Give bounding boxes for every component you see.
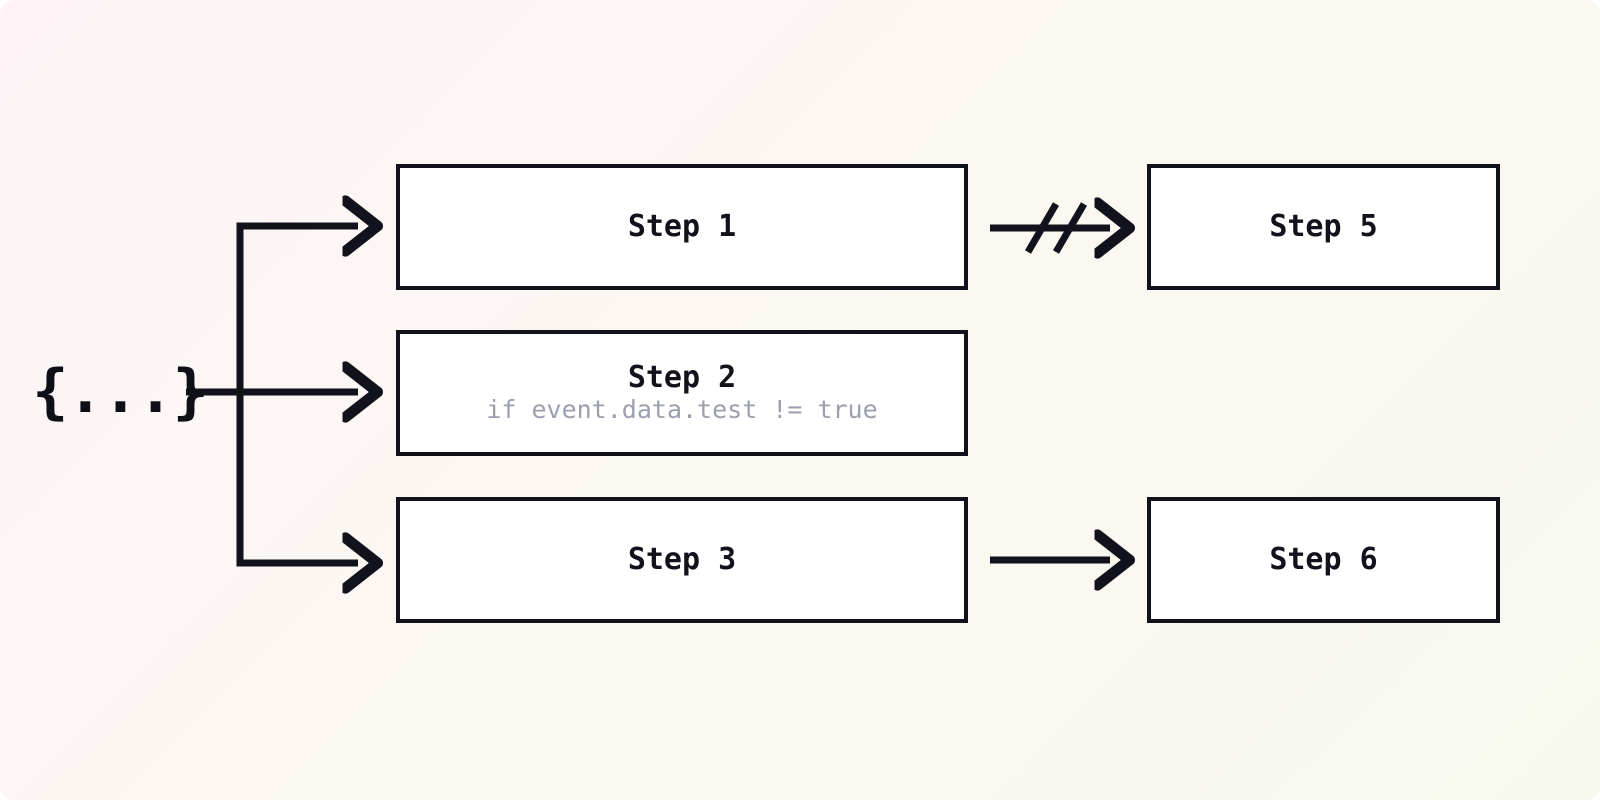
event-payload-node[interactable]: {...} [32, 352, 209, 432]
step-node-title: Step 2 [627, 359, 737, 395]
step-node-step1[interactable]: Step 1 [396, 164, 968, 290]
edge-step1-step5 [990, 204, 1110, 252]
step-node-title: Step 6 [1269, 542, 1378, 578]
step-node-title: Step 5 [1269, 209, 1378, 245]
step-node-step2[interactable]: Step 2 if event.data.test != true [396, 330, 968, 456]
step-node-title: Step 1 [627, 209, 737, 245]
step-node-step6[interactable]: Step 6 [1147, 497, 1500, 623]
step-node-condition: if event.data.test != true [486, 395, 878, 425]
blocked-slash-icon [1024, 202, 1088, 254]
step-node-title: Step 3 [627, 542, 737, 578]
step-node-step3[interactable]: Step 3 [396, 497, 968, 623]
event-payload-label: {...} [32, 357, 209, 427]
step-node-step5[interactable]: Step 5 [1147, 164, 1500, 290]
